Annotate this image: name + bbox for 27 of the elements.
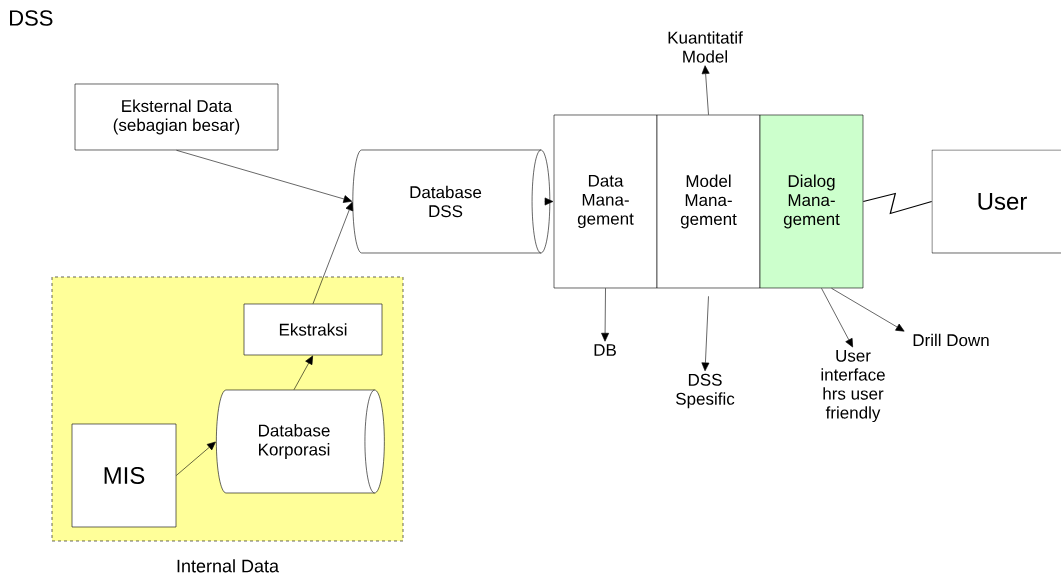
arrow <box>176 441 216 476</box>
process-box: Ekstraksi <box>243 303 383 356</box>
arrow <box>176 150 353 203</box>
database-cylinder: Database DSS <box>352 149 551 254</box>
arrow <box>821 288 853 348</box>
text-label: DSS Spesific <box>676 373 735 409</box>
text-label: DB <box>594 344 616 356</box>
arrow <box>544 197 554 206</box>
arrow <box>601 288 609 342</box>
text-label: User interface hrs user friendly <box>821 349 885 423</box>
title: DSS <box>10 10 53 26</box>
process-box: User <box>931 149 1061 254</box>
process-box: Data Mana- gement <box>553 114 658 289</box>
node-label: Internal Data <box>177 559 279 573</box>
arrow <box>293 355 313 390</box>
process-box: Dialog Mana- gement <box>759 114 864 289</box>
arrow <box>701 65 710 115</box>
lightning-connector <box>862 192 933 215</box>
database-cylinder: Database Korporasi <box>216 389 385 494</box>
process-box: Eksternal Data (sebagian besar) <box>74 83 279 151</box>
arrow <box>701 296 710 372</box>
arrow <box>831 288 905 332</box>
arrow <box>312 201 354 304</box>
process-box: Model Mana- gement <box>656 114 761 289</box>
text-label: Drill Down <box>913 333 989 347</box>
text-label: Kuantitatif Model <box>668 31 743 63</box>
process-box: MIS <box>71 423 177 528</box>
